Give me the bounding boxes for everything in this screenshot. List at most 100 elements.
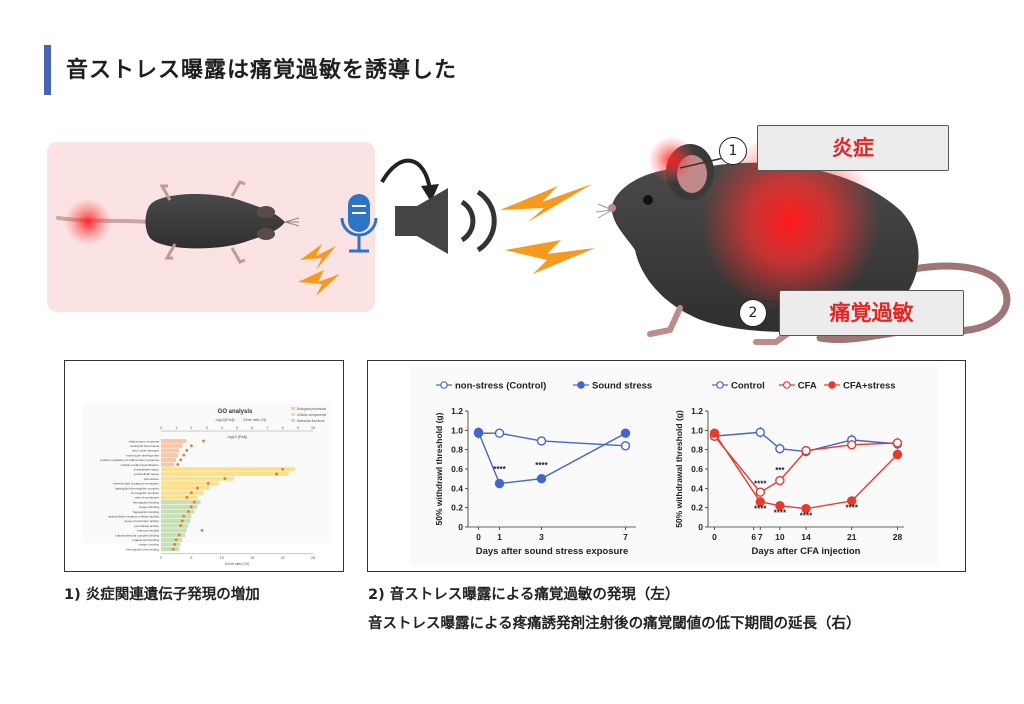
x-tick-label: 10 [775, 532, 785, 542]
data-point [801, 503, 811, 514]
significance-marker: **** [754, 479, 767, 488]
significance-marker: **** [774, 508, 787, 517]
data-point [620, 441, 631, 451]
data-point [775, 501, 785, 511]
caption-panel2-line2: 音ストレス曝露による疼痛誘発剤注射後の痛覚閾値の低下期間の延長（右） [368, 616, 861, 632]
go-padj-dot [182, 514, 186, 518]
go-category-name: inflammatory response [129, 439, 160, 443]
data-point [801, 445, 811, 456]
go-padj-dot [174, 538, 178, 542]
go-category-name: side of membrane [135, 496, 159, 500]
go-padj-dot [182, 453, 186, 457]
go-bar [161, 439, 187, 444]
go-padj-dot [185, 496, 189, 499]
data-point [755, 487, 765, 497]
go-padj-dot [206, 481, 210, 485]
go-top-tick: 0 [160, 426, 162, 430]
go-bar [161, 504, 198, 509]
go-bar [161, 481, 219, 486]
go-category-name: hormone activity [137, 529, 159, 533]
go-padj-dot [186, 510, 190, 513]
x-axis-label: Days after CFA injection [752, 546, 861, 557]
go-category-name: cellular oxidant detoxification [121, 463, 160, 467]
go-category-name: extracellular space [134, 472, 159, 476]
data-point [755, 427, 765, 437]
sound-stress-chart: non-stress (Control)Sound stress00.20.40… [410, 367, 678, 565]
go-padj-dot [190, 444, 193, 448]
go-bar [161, 462, 175, 467]
significance-marker: **** [493, 465, 506, 474]
go-category-name: macromolecular complex binding [115, 533, 159, 537]
go-bar [161, 537, 183, 542]
y-tick-label: 0 [458, 522, 463, 532]
x-tick-label: 7 [758, 532, 763, 542]
go-bottom-tick: 0 [160, 556, 162, 560]
go-bar [161, 523, 189, 528]
y-tick-label: 1.0 [451, 425, 463, 435]
go-bar [161, 471, 289, 476]
large-mouse-illustration [595, 132, 1011, 345]
go-padj-dot [281, 467, 284, 471]
series-line [714, 431, 898, 453]
go-bar [161, 490, 204, 495]
go-padj-dot [177, 533, 181, 537]
go-padj-dot [200, 528, 204, 532]
callout-number-1: 1 [719, 137, 747, 165]
go-bottom-tick: 10 [220, 556, 224, 560]
microphone-icon [340, 194, 378, 253]
go-padj-dot [179, 458, 183, 462]
go-bar [161, 533, 186, 538]
x-tick-label: 0 [712, 532, 717, 542]
speaker-icon [395, 188, 448, 254]
go-category-label: Molecular functions [297, 419, 325, 423]
go-bar [161, 457, 177, 462]
x-axis-label: Days after sound stress exposure [476, 546, 629, 557]
callout-hyperalgesia: 痛覚過敏 [779, 290, 964, 336]
go-padj-dot [275, 472, 278, 476]
go-padj-dot [180, 519, 184, 523]
data-point [847, 496, 857, 506]
go-top-tick: 4 [221, 426, 223, 430]
go-top-tick: 9 [297, 426, 299, 430]
data-point [494, 478, 505, 489]
go-bar [161, 486, 210, 491]
data-point [709, 428, 720, 438]
arrow-head [421, 184, 439, 202]
significance-marker: *** [775, 466, 785, 475]
y-tick-label: 0.4 [691, 483, 703, 493]
data-point [775, 443, 785, 454]
go-bar [161, 495, 198, 500]
go-bottom-tick: 5 [190, 556, 192, 560]
series-line [477, 432, 626, 485]
y-tick-label: 0.8 [451, 445, 463, 455]
go-bar [161, 453, 179, 458]
go-bottom-tick: 15 [250, 556, 254, 560]
legend-label: Control [731, 381, 765, 392]
go-bar [161, 448, 180, 453]
series-line [713, 435, 898, 494]
y-tick-label: 0.2 [451, 503, 463, 513]
go-bar [161, 467, 295, 472]
go-top-tick: 6 [251, 426, 253, 430]
x-tick-label: 0 [476, 532, 481, 542]
go-analysis-panel: GO analysis-log10(Padj)Gene ratio (%)Bio… [64, 360, 344, 572]
go-padj-dot [171, 547, 175, 551]
go-top-tick: 7 [266, 426, 268, 430]
page-title: 音ストレス曝露は痛覚過敏を誘導した [66, 58, 458, 83]
go-category-name: external side of plasma membrane [113, 482, 159, 486]
go-bar [161, 514, 192, 519]
y-tick-label: 0.2 [691, 503, 703, 513]
callout-number-2: 2 [739, 299, 767, 327]
significance-marker: **** [800, 511, 813, 520]
go-category-name: hemoglobin binding [133, 500, 159, 504]
go-category-name: neutrophil chemotaxis [130, 444, 160, 448]
go-category-name: peroxidase activity [134, 524, 159, 528]
data-point [892, 449, 903, 460]
title-accent-bar [44, 45, 51, 95]
legend-marker [828, 381, 836, 389]
go-bar [161, 518, 191, 523]
chart-background [670, 367, 938, 565]
y-tick-label: 0.6 [691, 464, 703, 474]
go-top-tick: 8 [282, 426, 284, 430]
